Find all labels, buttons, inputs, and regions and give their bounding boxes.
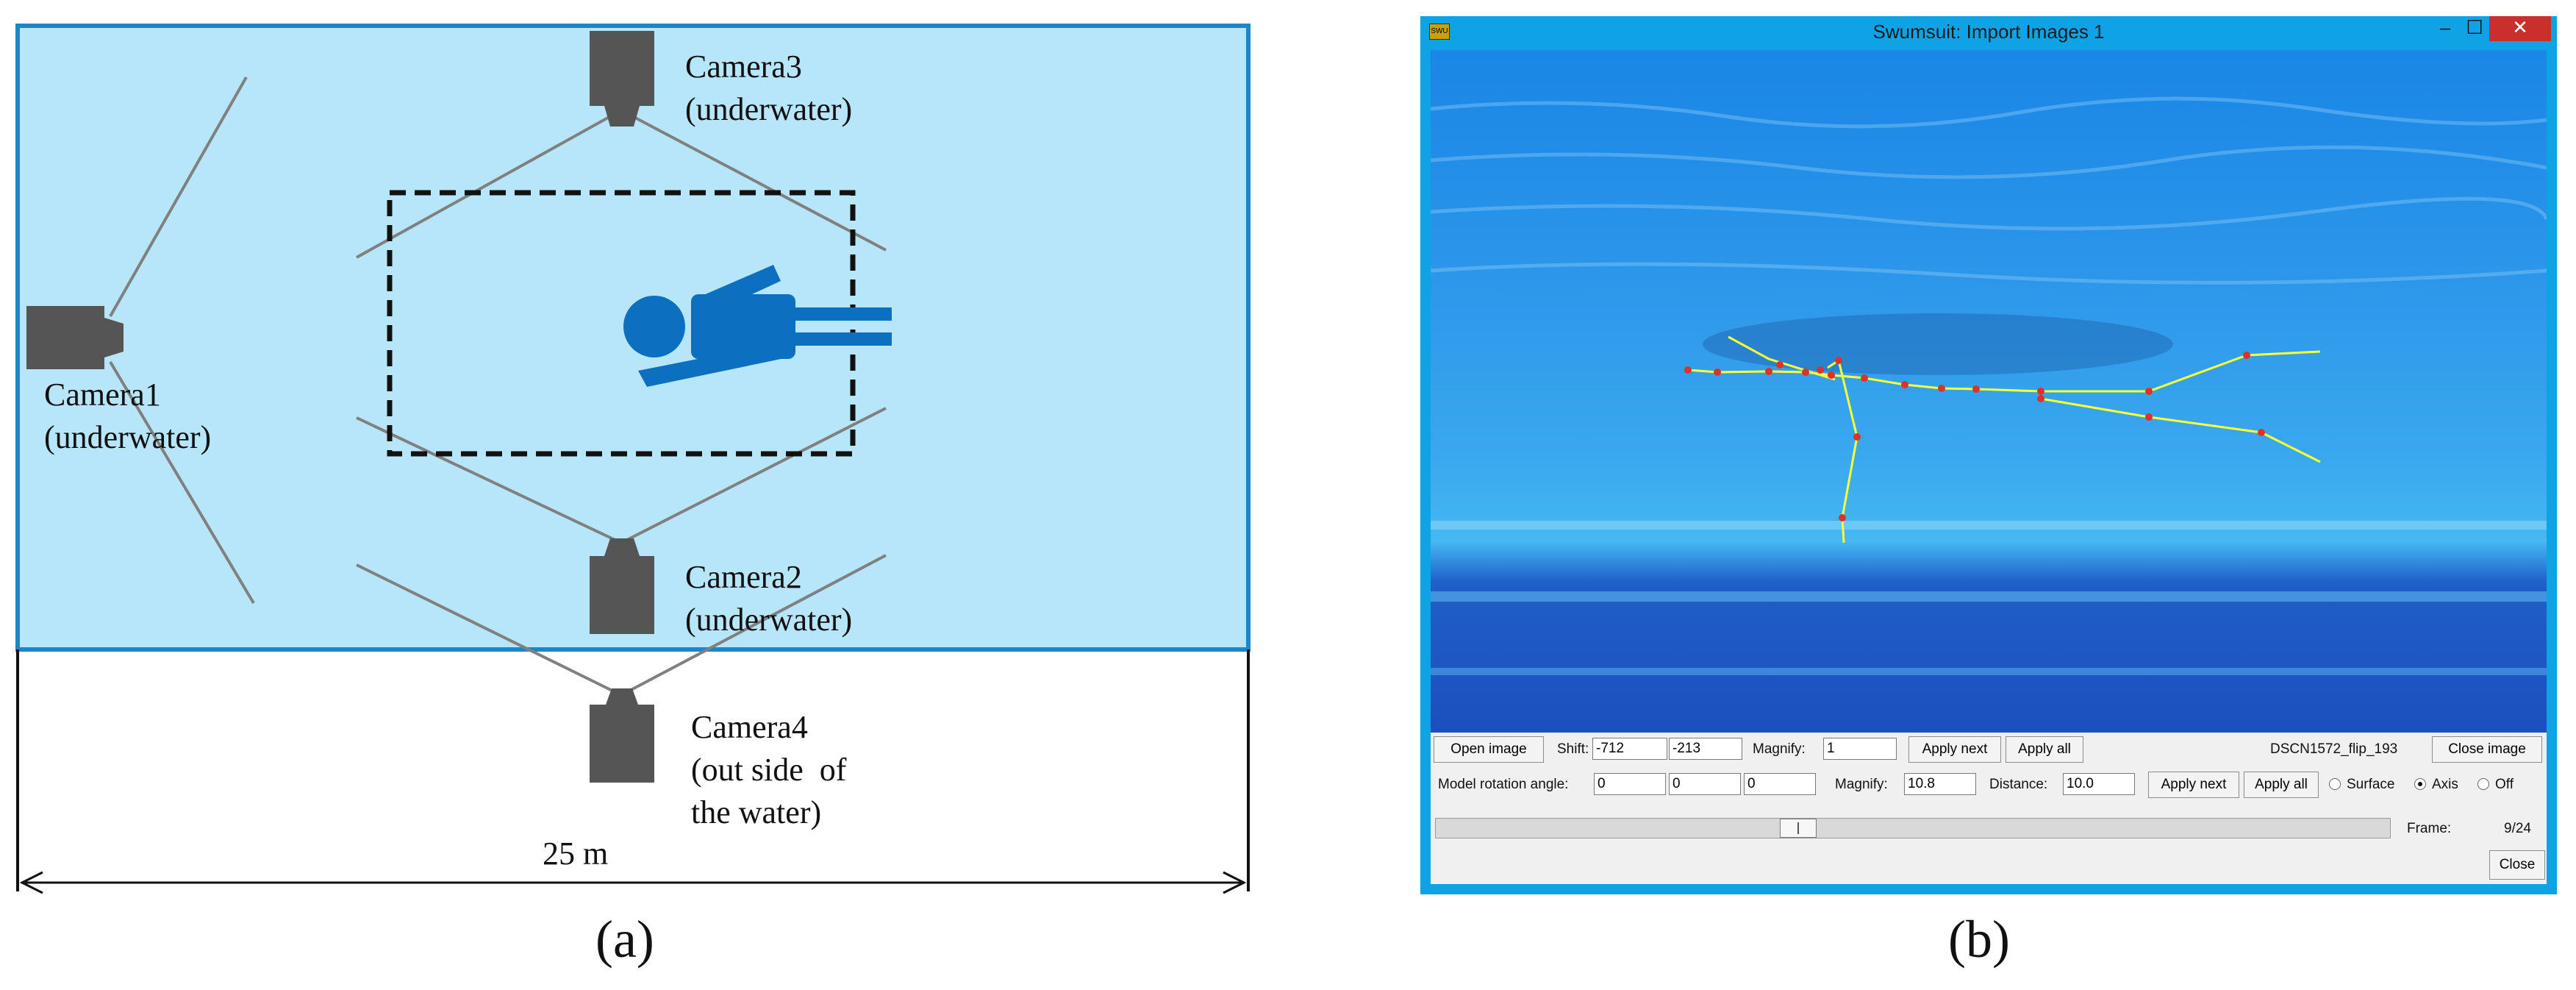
apply-next-button-2[interactable]: Apply next (2148, 772, 2239, 798)
camera4-note-line2: the water) (691, 794, 822, 830)
radio-off[interactable] (2477, 778, 2489, 790)
radio-surface[interactable] (2329, 778, 2341, 790)
window-titlebar[interactable]: SWU Swumsuit: Import Images 1 – ☐ ✕ (1420, 16, 2557, 50)
pool-background (1431, 50, 2547, 733)
water-ripples (1431, 96, 2547, 285)
camera2-name: Camera2 (685, 559, 802, 595)
rotation-z-field[interactable]: 0 (1744, 773, 1816, 795)
lane-line-3 (1431, 668, 2547, 675)
camera4-note-line1: (out side of (691, 752, 847, 788)
radio-off-label: Off (2495, 777, 2514, 792)
distance-arrow-head-left (19, 871, 43, 894)
rotation-y-field[interactable]: 0 (1669, 773, 1741, 795)
radio-axis[interactable] (2414, 778, 2426, 790)
swimmer-icon (623, 265, 892, 387)
radio-surface-label: Surface (2347, 777, 2395, 792)
distance-field[interactable]: 10.0 (2063, 773, 2135, 795)
camera3-name: Camera3 (685, 49, 802, 85)
open-image-button[interactable]: Open image (1434, 736, 1544, 763)
swimmer-photo (1431, 50, 2547, 733)
camera1-label: Camera1 (underwater) (44, 374, 211, 459)
magnify-label-1: Magnify: (1753, 741, 1806, 757)
apply-next-button-1[interactable]: Apply next (1908, 736, 2001, 763)
camera1-icon (26, 306, 124, 369)
apply-all-button-1[interactable]: Apply all (2006, 736, 2083, 763)
image-controls-row: Open image Shift: -712 -213 Magnify: 1 A… (1431, 733, 2547, 766)
camera4-icon (590, 688, 654, 783)
magnify-field-1[interactable]: 1 (1823, 738, 1897, 760)
frame-slider-thumb[interactable] (1780, 819, 1817, 838)
frame-slider[interactable] (1435, 818, 2391, 838)
lane-line-2 (1431, 591, 2547, 602)
window-close-button[interactable]: ✕ (2489, 16, 2551, 41)
panel-a-camera-setup: Camera1(underwater) Camera3(underwater) … (0, 0, 1264, 990)
model-controls-row: Model rotation angle: 0 0 0 Magnify: 10.… (1431, 768, 2547, 802)
field-of-view-lines (109, 76, 887, 697)
camera-layout-diagram (15, 24, 1251, 894)
camera2-icon (590, 538, 654, 634)
camera3-icon (590, 31, 654, 127)
camera1-note: (underwater) (44, 419, 212, 455)
distance-arrow-head-right (1223, 871, 1247, 894)
apply-all-button-2[interactable]: Apply all (2244, 772, 2319, 798)
underwater-image-view[interactable] (1431, 50, 2547, 733)
magnify-label-2: Magnify: (1835, 777, 1888, 792)
control-panel: Open image Shift: -712 -213 Magnify: 1 A… (1431, 733, 2547, 884)
rotation-x-field[interactable]: 0 (1594, 773, 1666, 795)
rotation-angle-label: Model rotation angle: (1438, 777, 1569, 792)
import-images-window: SWU Swumsuit: Import Images 1 – ☐ ✕ (1420, 16, 2557, 894)
camera2-label: Camera2 (underwater) (685, 556, 852, 641)
camera3-note: (underwater) (685, 91, 853, 127)
app-icon: SWU (1429, 24, 1450, 40)
lane-line-1 (1431, 521, 2547, 530)
radio-axis-label: Axis (2432, 777, 2458, 792)
distance-label: 25 m (543, 836, 609, 872)
camera4-label: Camera4 (out side of the water) (691, 706, 846, 834)
caption-b: (b) (1948, 910, 2010, 969)
frame-value: 9/24 (2504, 821, 2531, 836)
frame-label: Frame: (2407, 821, 2452, 836)
measurement-area-box (387, 190, 856, 457)
camera1-name: Camera1 (44, 377, 161, 413)
magnify-field-2[interactable]: 10.8 (1904, 773, 1976, 795)
close-image-button[interactable]: Close image (2432, 736, 2542, 763)
caption-a: (a) (595, 910, 654, 969)
maximize-button[interactable]: ☐ (2466, 16, 2483, 38)
swimmer-silhouette (1703, 313, 2173, 375)
camera3-label: Camera3 (underwater) (685, 46, 852, 131)
joint-markers (1684, 352, 2265, 521)
close-button[interactable]: Close (2489, 850, 2545, 880)
distance-field-label: Distance: (1989, 777, 2048, 792)
camera2-note: (underwater) (685, 602, 853, 638)
shift-label: Shift: (1557, 741, 1589, 757)
shift-y-field[interactable]: -213 (1669, 738, 1742, 760)
camera4-name: Camera4 (691, 709, 808, 745)
minimize-button[interactable]: – (2439, 16, 2451, 38)
shift-x-field[interactable]: -712 (1592, 738, 1667, 760)
window-title: Swumsuit: Import Images 1 (1872, 21, 2105, 43)
file-name-label: DSCN1572_flip_193 (2270, 741, 2398, 757)
